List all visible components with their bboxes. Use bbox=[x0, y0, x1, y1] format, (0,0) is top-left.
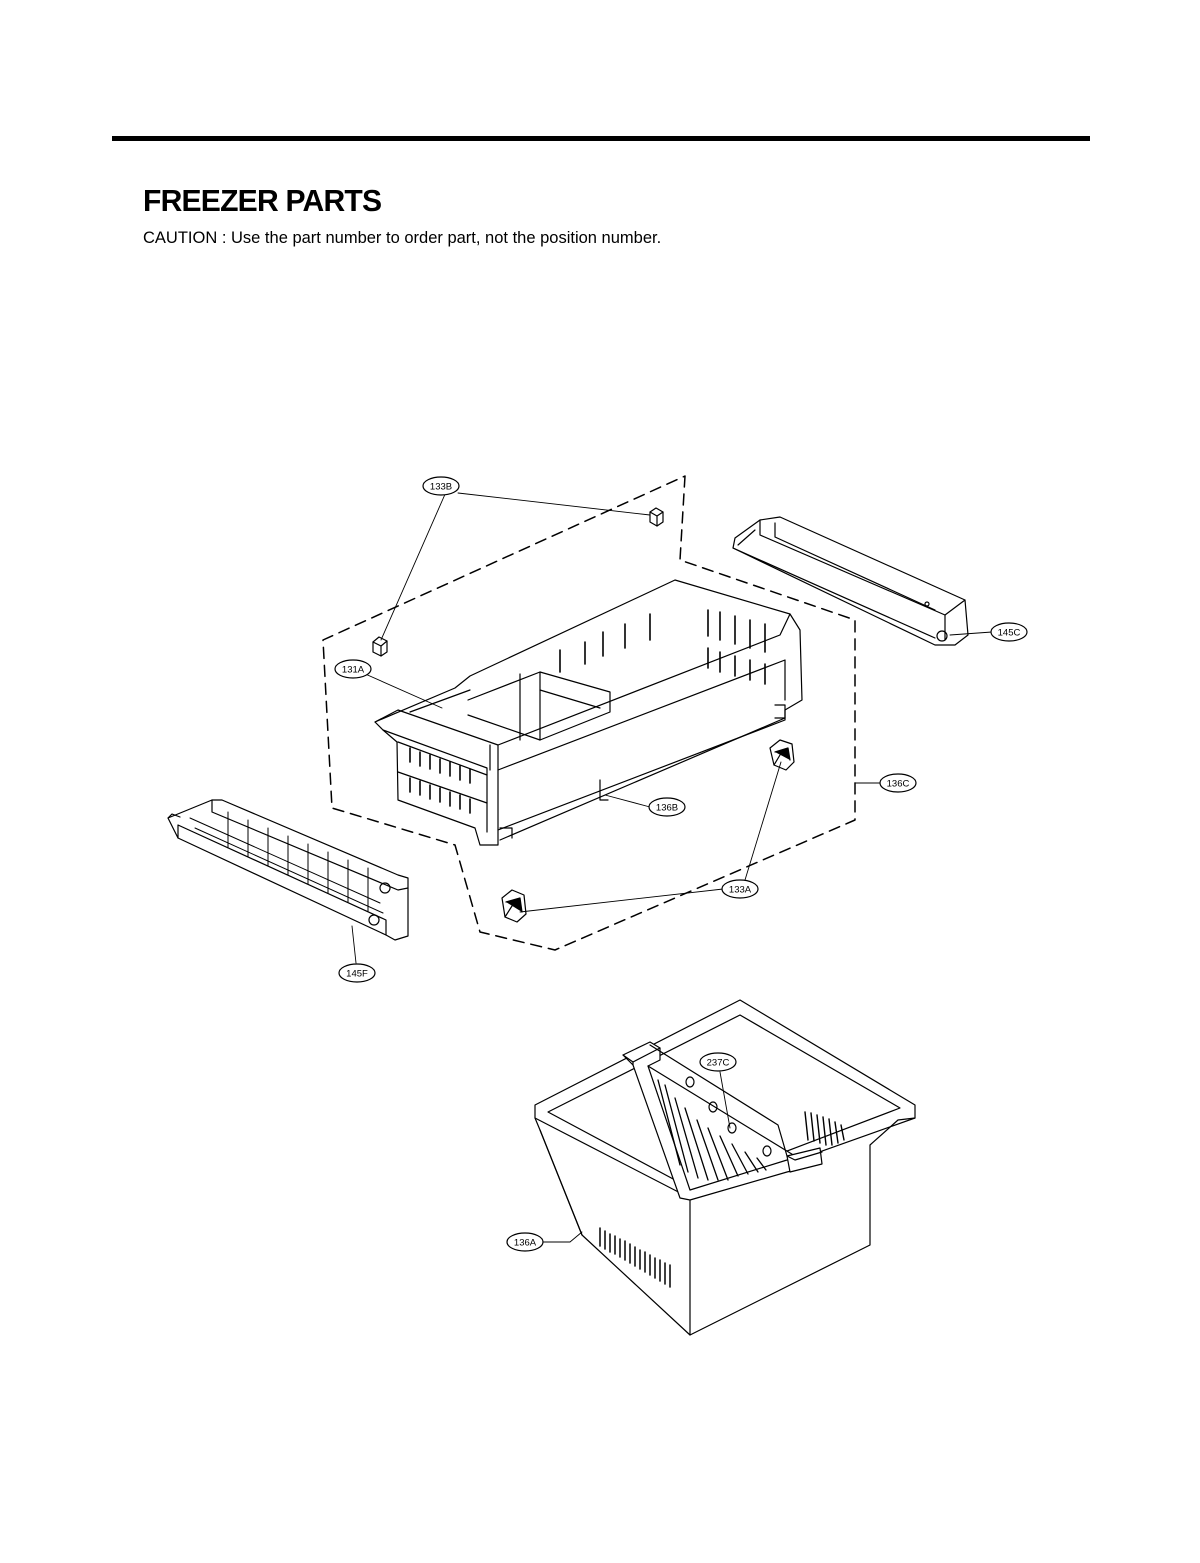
assembly-boundary bbox=[322, 475, 856, 951]
roller-133a-right bbox=[769, 739, 795, 771]
callout-133b: 133B bbox=[422, 476, 460, 496]
callout-136a: 136A bbox=[506, 1232, 544, 1252]
callout-label: 136B bbox=[656, 803, 678, 814]
callout-label: 237C bbox=[707, 1058, 730, 1069]
roller-133b-rear bbox=[649, 507, 664, 527]
freezer-drawer bbox=[374, 579, 803, 846]
callout-label: 133B bbox=[430, 482, 452, 493]
callout-label: 136C bbox=[887, 779, 910, 790]
callout-label: 131A bbox=[342, 665, 365, 676]
callout-label: 136A bbox=[514, 1238, 537, 1249]
callout-145c: 145C bbox=[990, 622, 1028, 642]
freezer-basket bbox=[534, 999, 916, 1336]
callout-label: 133A bbox=[729, 885, 752, 896]
callout-136b: 136B bbox=[648, 797, 686, 817]
callout-131a: 131A bbox=[334, 659, 372, 679]
top-rule bbox=[112, 136, 1090, 141]
callout-145f: 145F bbox=[338, 963, 376, 983]
callout-136c: 136C bbox=[879, 773, 917, 793]
callout-label: 145F bbox=[346, 969, 368, 980]
drawer-cover-front bbox=[167, 799, 409, 941]
caution-note: CAUTION : Use the part number to order p… bbox=[143, 229, 662, 247]
basket-divider bbox=[622, 1041, 823, 1201]
callout-237c: 237C bbox=[699, 1052, 737, 1072]
callout-133a: 133A bbox=[721, 879, 759, 899]
drawer-cover-rear bbox=[732, 516, 969, 646]
roller-133a-left bbox=[501, 889, 527, 923]
page-title: FREEZER PARTS bbox=[143, 183, 382, 218]
callout-label: 145C bbox=[998, 628, 1021, 639]
roller-133b-front bbox=[372, 636, 388, 657]
